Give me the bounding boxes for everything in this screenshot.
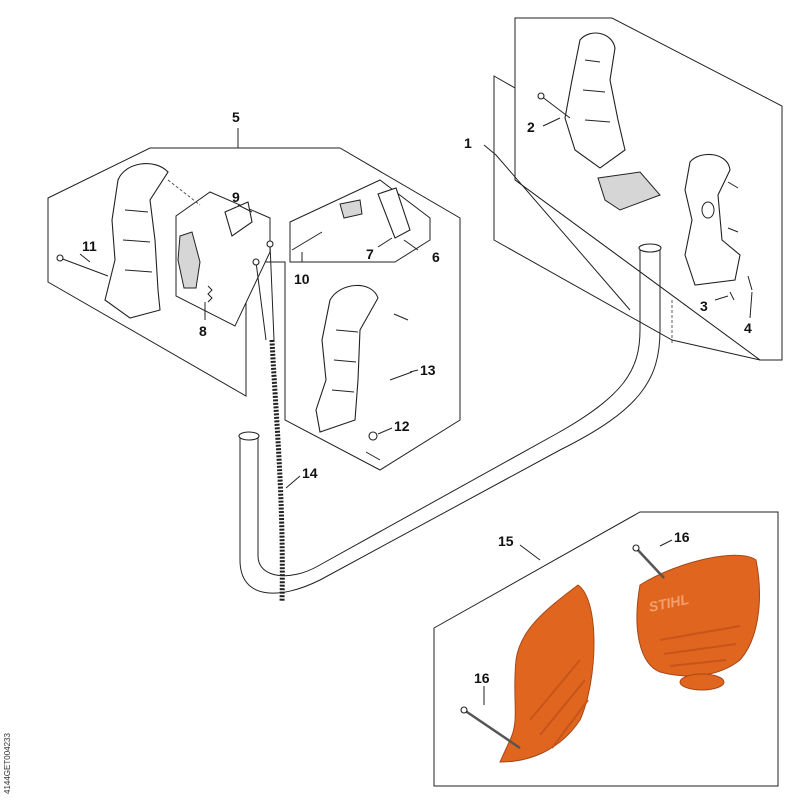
callout-16-lower: 16 xyxy=(474,670,490,686)
leader-11 xyxy=(79,253,91,263)
screw-4 xyxy=(747,275,753,291)
assembly-1-backplate xyxy=(493,75,761,361)
screw-16-upper xyxy=(635,547,665,579)
screw-11 xyxy=(59,257,109,277)
screw-16-lower xyxy=(463,708,521,750)
leader-1 xyxy=(483,144,631,311)
screw-3 xyxy=(729,291,735,301)
switch-lever xyxy=(177,231,201,289)
callout-16-upper: 16 xyxy=(674,529,690,545)
callout-14: 14 xyxy=(302,465,318,481)
callout-8: 8 xyxy=(199,323,207,339)
screw-right-top xyxy=(393,313,409,321)
screw-16-lower-head xyxy=(460,706,468,714)
handle-guard-left xyxy=(499,584,595,763)
handle-guard-left-ribs xyxy=(529,659,589,749)
callout-2: 2 xyxy=(527,119,535,135)
leader-7 xyxy=(377,237,393,248)
callout-9: 9 xyxy=(232,189,240,205)
spring-8 xyxy=(207,285,213,303)
right-handle-half-front xyxy=(564,32,626,169)
callout-7: 7 xyxy=(366,246,374,262)
handle-bar-tube xyxy=(239,250,661,594)
callout-5: 5 xyxy=(232,109,240,125)
screw-11-head xyxy=(56,254,64,262)
right-handle-trigger-hole xyxy=(701,201,715,219)
screw-2 xyxy=(540,95,571,119)
callout-6: 6 xyxy=(432,249,440,265)
screw-top-right xyxy=(727,181,739,189)
screw-2-head xyxy=(537,92,545,100)
cable-end-2 xyxy=(266,240,274,248)
tube-end-right xyxy=(638,243,662,253)
right-handle-half-front-detail xyxy=(582,59,611,123)
screw-mid-right xyxy=(727,227,739,233)
throttle-cable-sheath xyxy=(269,339,285,603)
control-handle-half-right xyxy=(315,284,379,433)
leader-6 xyxy=(403,239,419,251)
leader-16-upper xyxy=(659,539,673,547)
tube-end-left xyxy=(238,431,260,441)
right-handle-half-back xyxy=(684,153,741,286)
leader-13 xyxy=(409,369,419,373)
control-handle-half-left-detail xyxy=(122,209,153,273)
leader-3 xyxy=(714,295,729,301)
leader-9 xyxy=(237,204,253,213)
screw-13 xyxy=(389,371,413,381)
leader-12 xyxy=(377,427,393,435)
throttle-cable-wire xyxy=(255,243,275,341)
throttle-lever xyxy=(224,201,253,237)
callout-11: 11 xyxy=(82,238,97,254)
leader-2 xyxy=(542,117,561,127)
callout-12: 12 xyxy=(394,418,410,434)
right-handle-cap xyxy=(597,171,661,211)
callout-10: 10 xyxy=(294,271,310,287)
assembly-5-dash xyxy=(167,179,201,206)
callout-3: 3 xyxy=(700,298,708,314)
pin-10 xyxy=(291,231,323,251)
throttle-trigger xyxy=(377,187,411,239)
drawing-code: 4144GET004233 xyxy=(3,733,12,794)
cable-end-1 xyxy=(252,258,260,266)
handle-bar-tube-inner xyxy=(257,250,641,577)
callout-13: 13 xyxy=(420,362,436,378)
handle-guard-right-ribs xyxy=(659,625,741,667)
callout-1: 1 xyxy=(464,135,472,151)
screw-16-upper-head xyxy=(632,544,640,552)
nut-12 xyxy=(368,431,378,441)
handle-guard-right-collar xyxy=(679,673,725,691)
leader-14 xyxy=(285,475,301,489)
callout-15: 15 xyxy=(498,533,514,549)
callout-4: 4 xyxy=(744,320,752,336)
leader-4 xyxy=(749,291,753,319)
screw-bottom xyxy=(365,451,381,461)
control-handle-half-right-detail xyxy=(331,329,359,393)
trigger-spring xyxy=(339,199,363,219)
leader-15 xyxy=(519,544,541,561)
